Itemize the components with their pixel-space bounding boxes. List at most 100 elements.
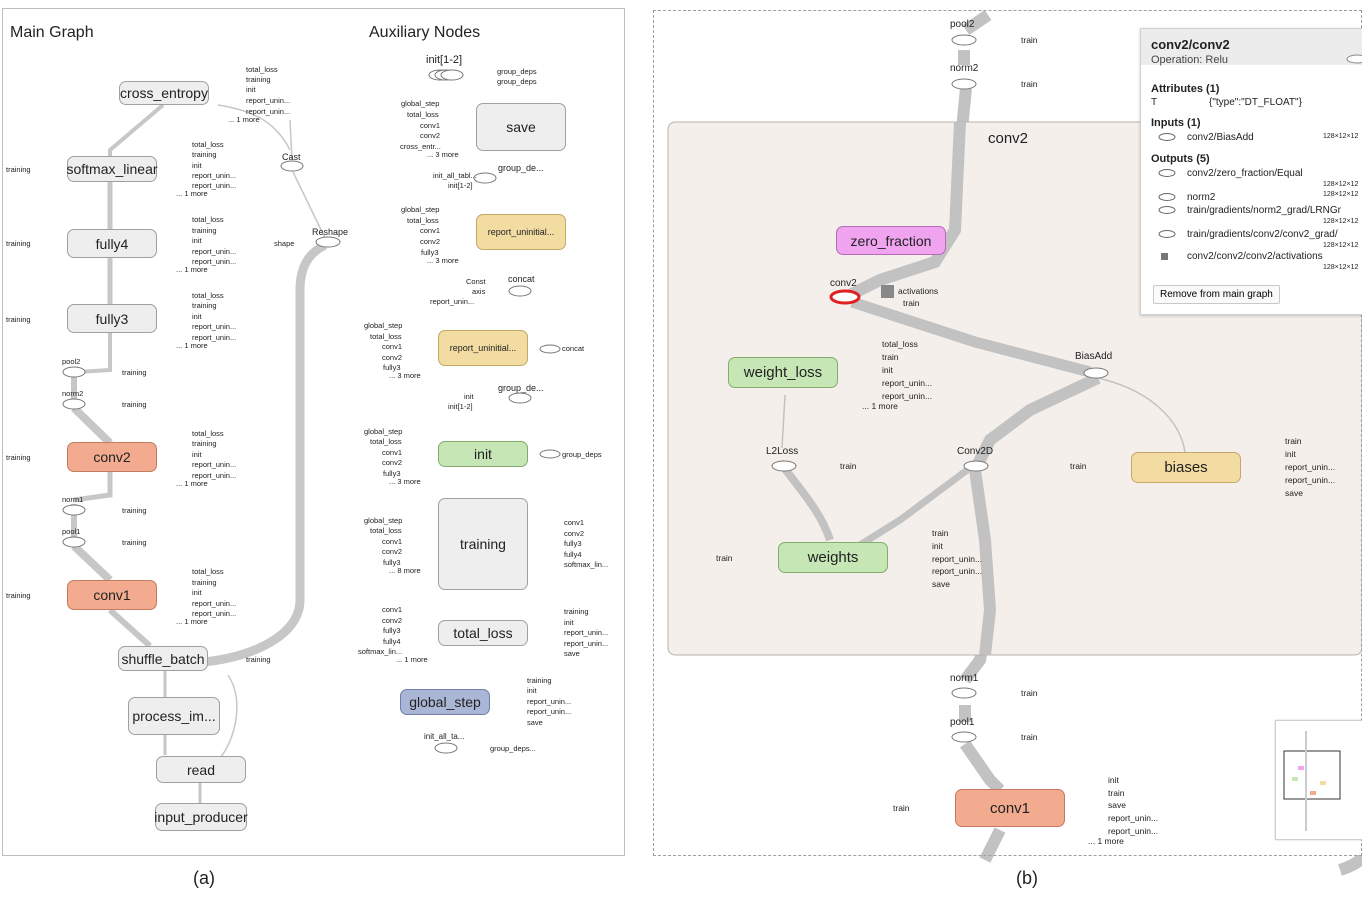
norm1-op-ellipse[interactable]: [62, 504, 86, 516]
side-report: report_unin...: [246, 107, 291, 116]
aux-node-report-uninitial-2[interactable]: report_uninitial...: [438, 330, 528, 366]
info-card-header: conv2/conv2 Operation: Relu: [1141, 29, 1362, 66]
aux-out-label: report_unin...: [564, 639, 609, 648]
pool1-op-ellipse[interactable]: [62, 536, 86, 548]
minimap[interactable]: [1275, 720, 1362, 840]
output-4[interactable]: train/gradients/conv2/conv2_grad/: [1187, 229, 1338, 240]
panel-a-main-graph: [2, 8, 625, 856]
train-label: train: [893, 803, 910, 813]
side-training: training: [192, 578, 217, 587]
node-softmax-linear[interactable]: softmax_linear: [66, 156, 158, 182]
side-more: ... 1 more: [176, 265, 208, 274]
output-shape: 128×12×12: [1323, 218, 1359, 225]
side-training: training: [192, 439, 217, 448]
aux-node-init[interactable]: init: [438, 441, 528, 467]
aux-group-de-2: group_de...: [498, 383, 544, 393]
minimap-preview: [1283, 731, 1341, 831]
remove-from-main-graph-button[interactable]: Remove from main graph: [1153, 285, 1280, 304]
aux-in-label: total_loss: [370, 526, 402, 535]
aux-init-all-tabl: init_all_tabl...: [433, 171, 477, 180]
out-label: init: [1108, 775, 1119, 785]
aux-node-global-step[interactable]: global_step: [400, 689, 490, 715]
node-process-im[interactable]: process_im...: [128, 697, 220, 735]
attr-key: T: [1151, 97, 1158, 108]
input-1-shape: 128×12×12: [1323, 133, 1359, 140]
side-training: training: [246, 75, 271, 84]
node-shuffle-batch[interactable]: shuffle_batch: [118, 646, 208, 671]
training-label: training: [122, 538, 147, 547]
node-read[interactable]: read: [156, 756, 246, 783]
aux-in-label: fully3: [383, 626, 401, 635]
node-biases[interactable]: biases: [1131, 452, 1241, 483]
output-1[interactable]: conv2/zero_fraction/Equal: [1187, 168, 1303, 179]
node-input-producer[interactable]: input_producer: [154, 803, 248, 831]
out-label: report_unin...: [1285, 475, 1336, 485]
aux-in-label: conv2: [382, 616, 403, 625]
node-zero-fraction[interactable]: zero_fraction: [836, 226, 946, 255]
panel-a-edges: [71, 103, 328, 803]
side-training: training: [192, 150, 217, 159]
aux-in-label: conv1: [382, 448, 403, 457]
node-conv1-b[interactable]: conv1: [955, 789, 1065, 827]
side-report: report_unin...: [192, 247, 237, 256]
aux-group-deps: group_deps: [497, 67, 537, 76]
node-conv2[interactable]: conv2: [67, 442, 157, 472]
output-2[interactable]: norm2: [1187, 192, 1216, 203]
side-report: report_unin...: [192, 257, 237, 266]
selected-conv2-ellipse[interactable]: [829, 289, 861, 305]
side-more: ... 1 more: [176, 341, 208, 350]
shape-label: shape: [274, 239, 295, 248]
node-cross-entropy[interactable]: cross_entropy: [119, 81, 209, 105]
train-label: train: [1021, 35, 1038, 45]
reshape-label: Reshape: [312, 227, 349, 237]
cast-op-ellipse[interactable]: [280, 160, 304, 172]
conv2-group-label: conv2: [988, 130, 1029, 147]
aux-in-label: conv2: [382, 353, 403, 362]
out-label: init: [1285, 449, 1296, 459]
train-label: train: [903, 298, 920, 308]
reshape-op-ellipse[interactable]: [315, 236, 341, 248]
aux-out-label: report_unin...: [527, 707, 572, 716]
aux-concat: concat: [508, 274, 535, 284]
aux-node-training[interactable]: training: [438, 498, 528, 590]
side-total-loss: total_loss: [192, 140, 224, 149]
pool2-op-ellipse[interactable]: [62, 366, 86, 378]
cast-label: Cast: [282, 152, 301, 162]
aux-in-label: conv1: [382, 605, 403, 614]
output-3[interactable]: train/gradients/norm2_grad/LRNGr: [1187, 205, 1341, 216]
node-weights[interactable]: weights: [778, 542, 888, 573]
side-total-loss: total_loss: [192, 291, 224, 300]
side-init: init: [246, 85, 256, 94]
outputs-heading: Outputs (5): [1151, 153, 1210, 165]
side-training: training: [192, 226, 217, 235]
out-label: ... 1 more: [862, 401, 898, 411]
side-more: ... 1 more: [176, 617, 208, 626]
aux-in-label: fully3: [421, 248, 439, 257]
output-5[interactable]: conv2/conv2/conv2/activations: [1187, 251, 1323, 262]
aux-init-small: init: [464, 392, 474, 401]
l2loss-label: L2Loss: [766, 446, 799, 457]
aux-out-label: softmax_lin...: [564, 560, 609, 569]
pool1-label: pool1: [62, 527, 81, 536]
input-1[interactable]: conv2/BiasAdd: [1187, 132, 1254, 143]
aux-in-label: global_step: [364, 427, 403, 436]
node-weight-loss[interactable]: weight_loss: [728, 357, 838, 388]
aux-node-save[interactable]: save: [476, 103, 566, 151]
node-fully3[interactable]: fully3: [67, 304, 157, 333]
aux-node-report-uninitial[interactable]: report_uninitial...: [476, 214, 566, 250]
side-init: init: [192, 236, 202, 245]
aux-in-label: total_loss: [370, 332, 402, 341]
conv2d-label: Conv2D: [957, 446, 994, 457]
aux-in-label: total_loss: [370, 437, 402, 446]
info-card-subtitle: Operation: Relu: [1151, 54, 1229, 66]
aux-out-label: training: [527, 676, 552, 685]
node-fully4[interactable]: fully4: [67, 229, 157, 258]
norm2-op-ellipse[interactable]: [62, 398, 86, 410]
out-label: report_unin...: [1108, 813, 1159, 823]
side-report: report_unin...: [246, 96, 291, 105]
aux-node-total-loss[interactable]: total_loss: [438, 620, 528, 646]
aux-in-label: fully3: [383, 558, 401, 567]
aux-in-label: ... 3 more: [427, 150, 459, 159]
node-conv1[interactable]: conv1: [67, 580, 157, 610]
side-report: report_unin...: [192, 322, 237, 331]
